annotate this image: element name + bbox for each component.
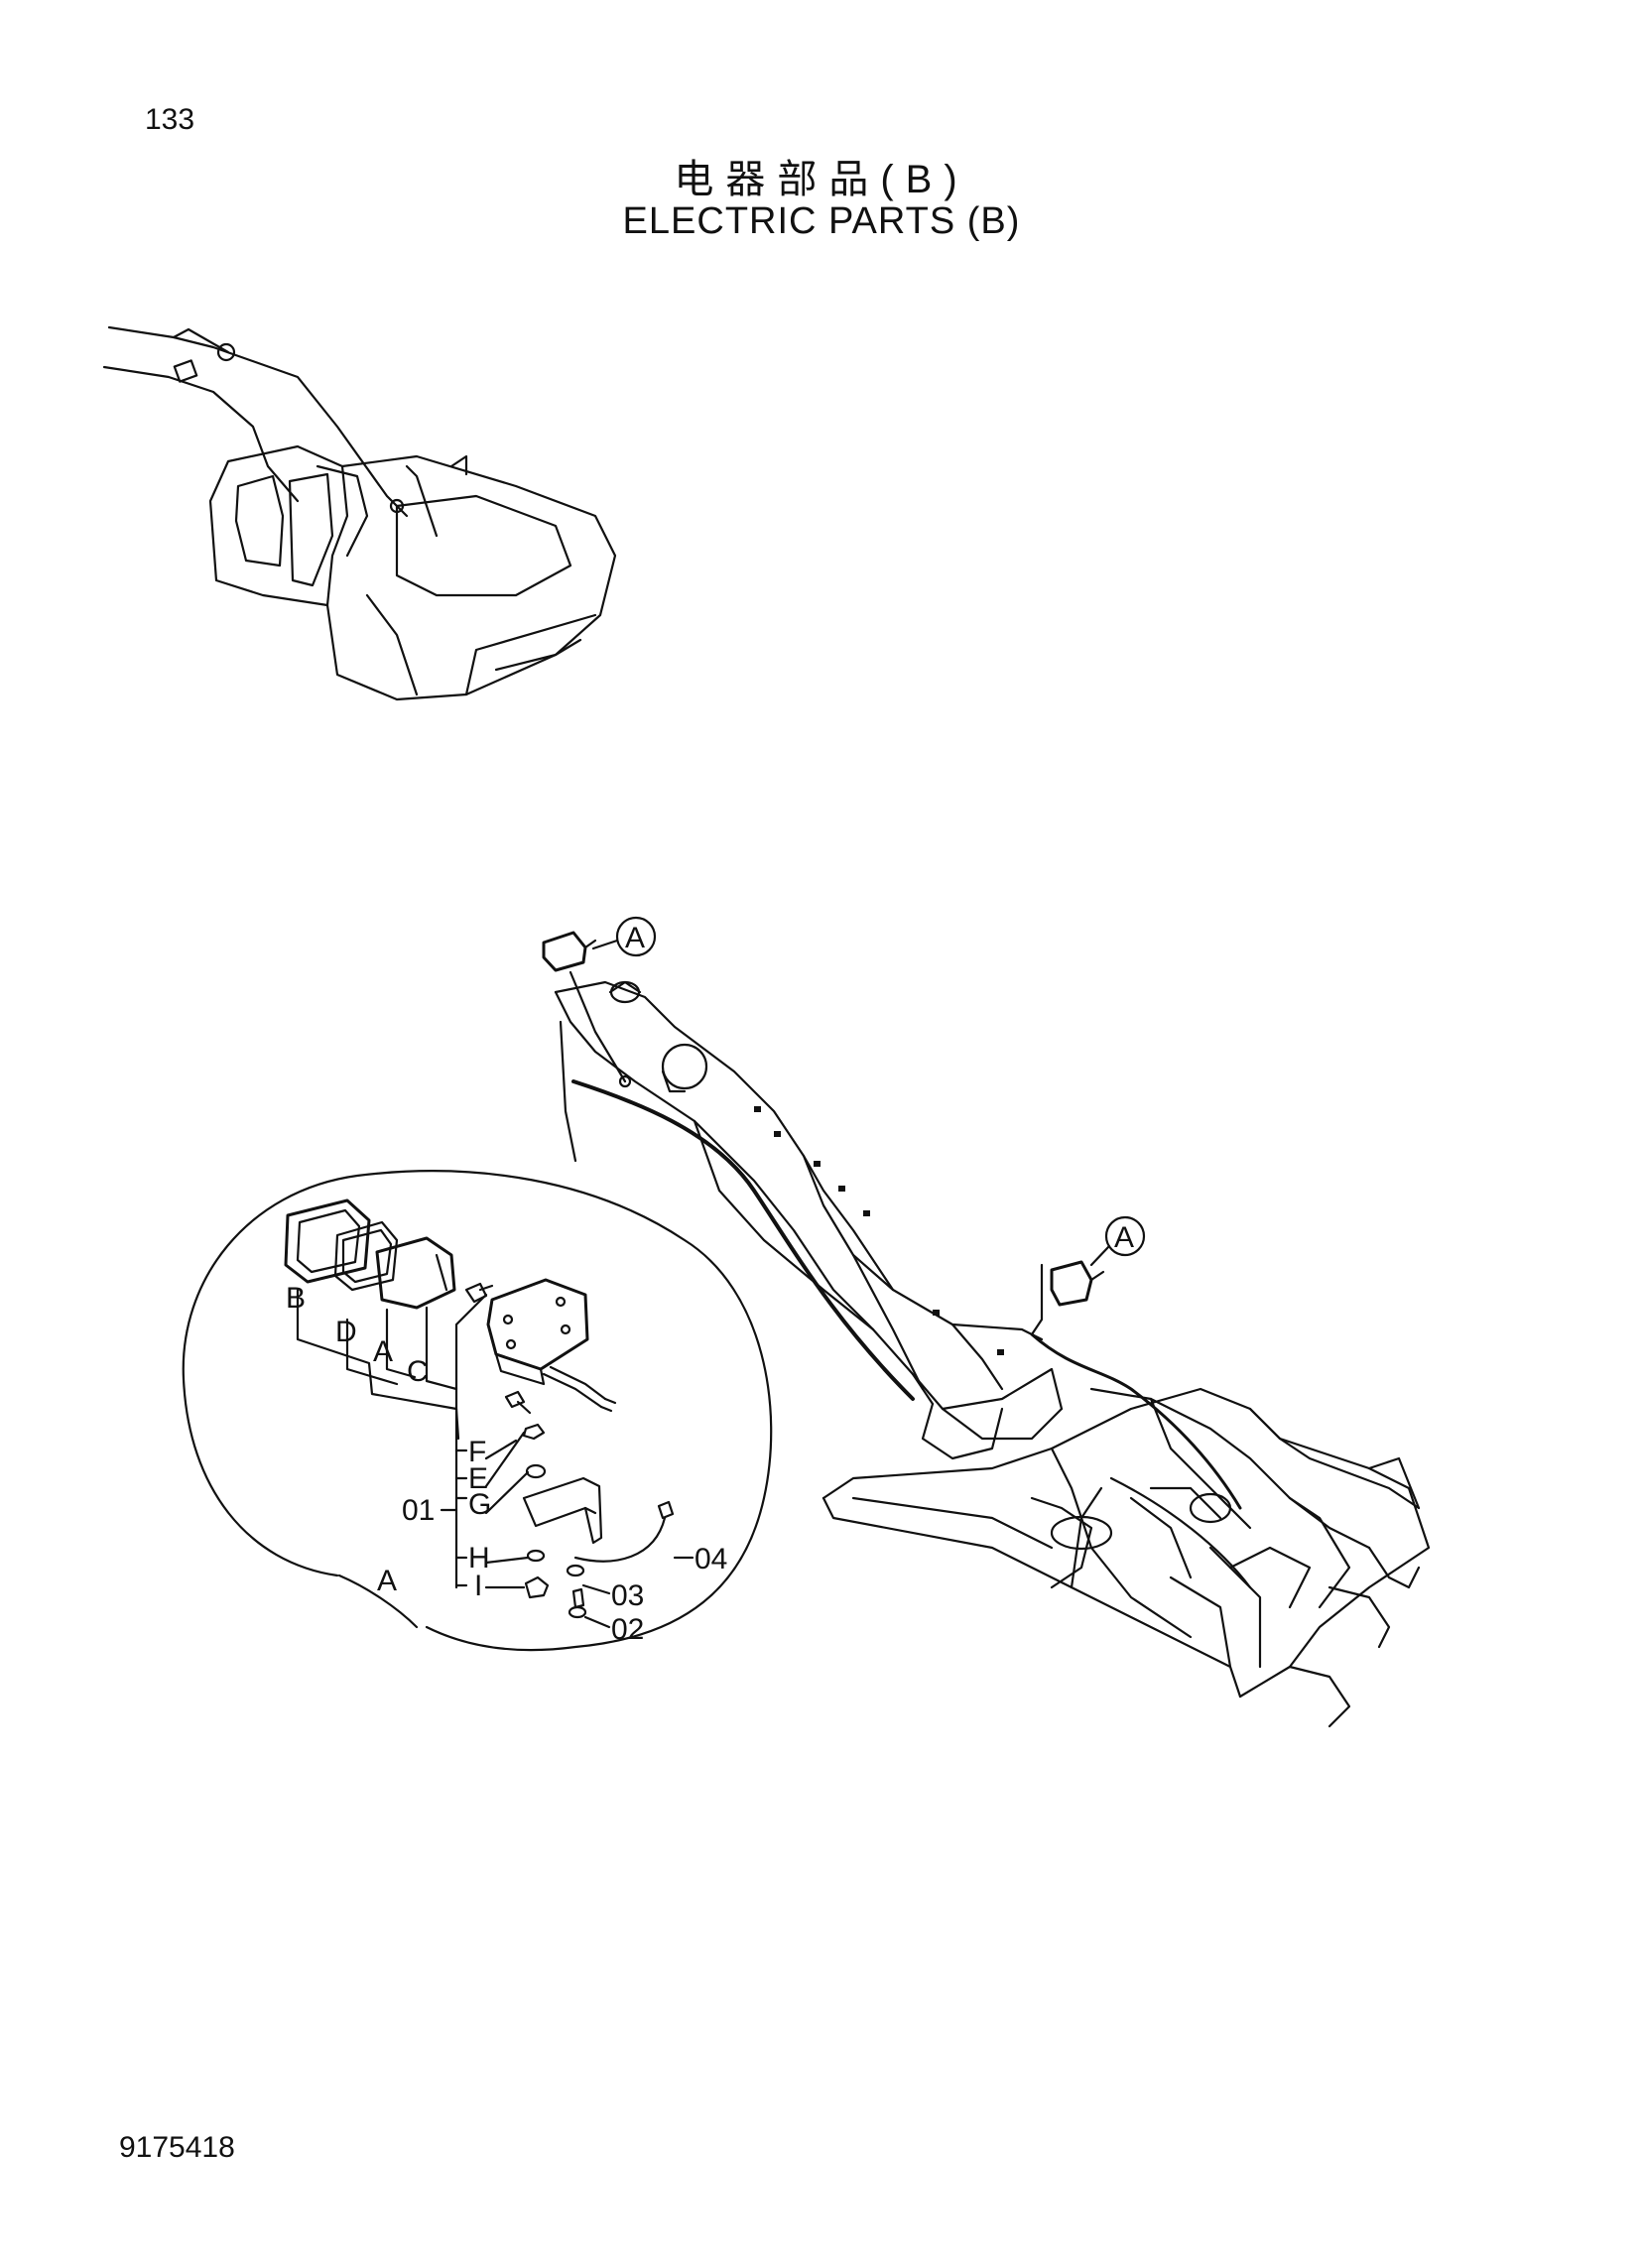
page-title-chinese: 电器部品(B) (674, 158, 969, 201)
detail-group-label: A (377, 1565, 397, 1597)
callout-label: A (1114, 1221, 1134, 1254)
boom-and-frame-drawing (542, 931, 1431, 1728)
assembly-number: 01 (402, 1494, 435, 1527)
page-title-english: ELECTRIC PARTS (B) (622, 200, 1021, 242)
part-number-02: 02 (611, 1613, 644, 1646)
part-label-e: E (468, 1462, 488, 1495)
page-number: 133 (145, 103, 195, 136)
reference-callout-a-boom: A (591, 916, 657, 957)
part-label-i: I (474, 1570, 482, 1602)
part-label-b: B (286, 1282, 306, 1315)
callout-label: A (625, 922, 645, 954)
part-label-g: G (468, 1488, 491, 1521)
detail-view-a: A (182, 1170, 773, 1652)
part-number-04: 04 (695, 1543, 727, 1575)
part-label-d: D (335, 1316, 357, 1348)
part-number-03: 03 (611, 1579, 644, 1612)
reference-callout-a-frame: A (1089, 1215, 1146, 1267)
part-label-c: C (407, 1355, 429, 1388)
excavator-overview-illustration (102, 325, 617, 701)
drawing-number: 9175418 (119, 2131, 235, 2164)
part-label-h: H (468, 1542, 490, 1575)
part-label-a: A (373, 1335, 393, 1368)
part-label-f: F (468, 1436, 486, 1468)
